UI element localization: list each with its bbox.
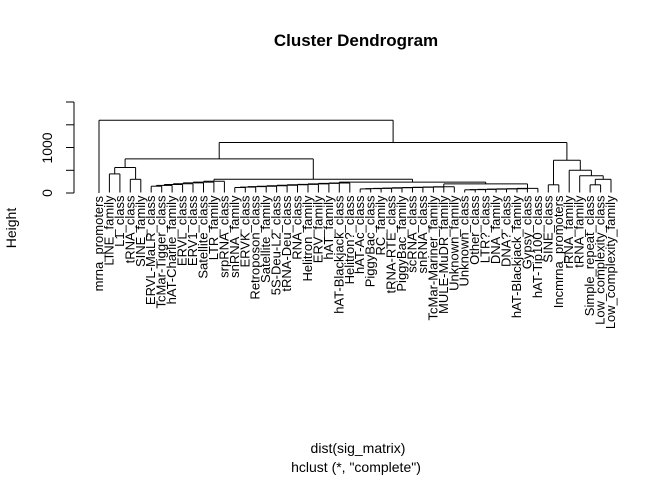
y-tick-label-0: 0	[39, 189, 55, 197]
leaf-label-1: LINE_family	[101, 195, 116, 266]
leaf-label-7: hAT-Charlie_family	[164, 195, 179, 304]
leaf-label-31: snRNA_class	[415, 195, 430, 274]
leaf-label-36: Other_class	[467, 195, 482, 265]
leaf-label-22: hAT_family	[321, 195, 336, 260]
leaf-label-20: Helitron_family	[300, 195, 315, 281]
x-axis-sublabel: hclust (*, "complete")	[291, 459, 421, 475]
leaf-label-40: hAT-Blackjack_family	[509, 195, 524, 318]
leaf-label-39: DNA?_class	[499, 195, 514, 267]
leaf-label-4: SINE_family	[133, 195, 148, 267]
leaf-label-26: PiggyBac_class	[363, 195, 378, 287]
dendrogram-tree	[98, 119, 612, 193]
leaf-label-43: SINE_class	[540, 195, 555, 263]
leaf-label-16: Satellite_family	[258, 195, 273, 283]
leaf-label-12: srpRNA_class	[216, 195, 231, 278]
leaf-label-17: 5S-Deu-L2_class	[269, 195, 284, 295]
leaf-label-8: ERVL_class	[175, 195, 190, 266]
leaf-label-38: DNA_family	[488, 195, 503, 264]
leaf-label-21: ERV_family	[310, 195, 325, 263]
leaf-label-23: hAT-Blackjack_class	[331, 195, 346, 314]
leaf-label-35: Unknown_class	[457, 195, 472, 287]
leaf-label-3: tRNA_class	[122, 195, 137, 263]
leaf-label-41: Gypsy_class	[519, 195, 534, 269]
leaf-label-2: L1_class	[112, 195, 127, 247]
leaf-label-30: scRNA_class	[405, 195, 420, 273]
leaf-label-25: hAT-Ac_class	[352, 195, 367, 274]
leaf-label-46: tRNA_family	[572, 195, 587, 268]
leaf-label-6: TcMar-Tigger_class	[154, 195, 169, 308]
leaf-label-0: mrna_promoters	[91, 196, 106, 292]
leaf-label-44: Incmrna_promoters	[551, 195, 566, 308]
leaf-label-24: Helitron?_class	[342, 195, 357, 284]
y-tick-label-1000: 1000	[39, 132, 55, 163]
y-axis: 0 1000 Height	[3, 101, 75, 249]
leaf-label-19: RNA_class	[290, 195, 305, 260]
leaf-label-10: Satellite_class	[196, 195, 211, 279]
leaf-label-5: ERVL-MaLR_class	[143, 195, 158, 305]
leaf-label-14: ERVK_class	[237, 195, 252, 268]
leaf-label-27: RC_family	[373, 195, 388, 255]
x-axis-label: dist(sig_matrix)	[311, 440, 406, 456]
leaf-label-49: Low_complexity_family	[603, 195, 618, 329]
leaf-label-29: PiggyBac_family	[394, 195, 409, 292]
y-axis-label: Height	[3, 208, 19, 249]
leaf-label-28: tRNA-RTE_class	[384, 195, 399, 294]
chart-title: Cluster Dendrogram	[274, 31, 438, 50]
leaf-label-15: Retroposon_class	[248, 195, 263, 300]
leaf-label-9: ERV1_class	[185, 195, 200, 266]
leaf-label-42: hAT-Tip100_class	[530, 195, 545, 298]
leaf-label-13: snRNA_family	[227, 195, 242, 278]
leaf-label-32: TcMar-Mariner_family	[425, 195, 440, 320]
leaf-label-11: LTR_family	[206, 195, 221, 260]
dendrogram-leaf-labels: mrna_promotersLINE_familyL1_classtRNA_cl…	[91, 195, 618, 329]
leaf-label-37: LTR?_class	[478, 195, 493, 263]
leaf-label-18: tRNA-Deu_class	[279, 195, 294, 292]
leaf-label-33: MULE-MuDR_family	[436, 195, 451, 314]
leaf-label-48: Low_complexity_class	[593, 195, 608, 325]
leaf-label-34: Unknown_family	[446, 195, 461, 291]
leaf-label-47: Simple_repeat_class	[582, 195, 597, 316]
leaf-label-45: rRNA_family	[561, 195, 576, 268]
